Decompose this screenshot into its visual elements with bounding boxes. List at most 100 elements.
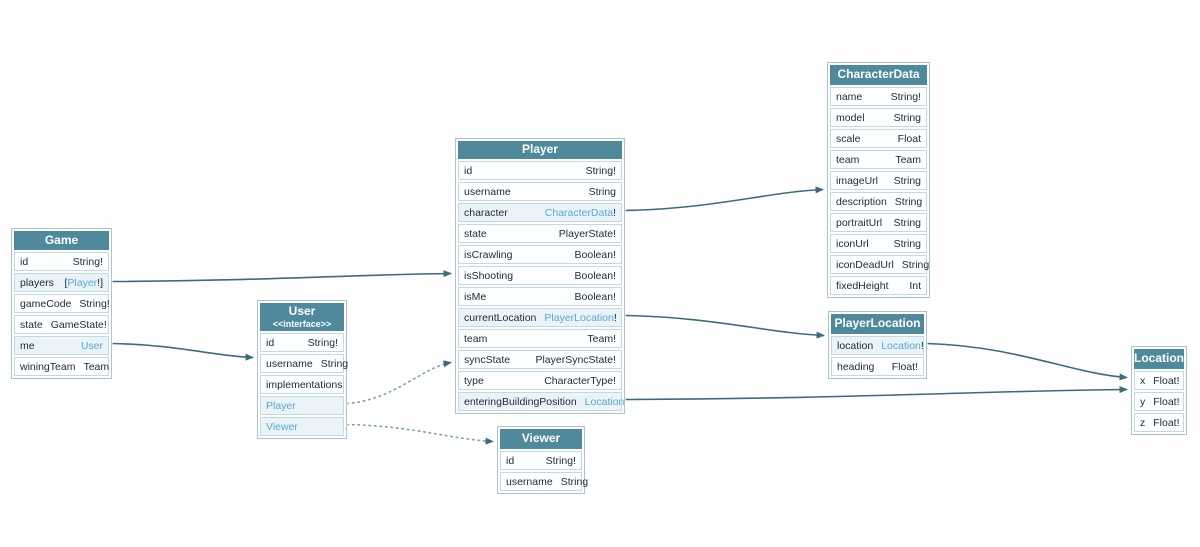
edge-Player-currentLocation-to-PlayerLocation xyxy=(624,314,825,339)
field-type: String xyxy=(893,216,921,229)
field-type: String xyxy=(560,475,589,488)
table-header-user[interactable]: User<<interface>> xyxy=(260,303,344,331)
table-title: Viewer xyxy=(521,431,561,446)
field-type: String xyxy=(893,237,921,250)
table-header-player[interactable]: Player xyxy=(458,141,622,159)
field-row-playerlocation-location[interactable]: location Location! xyxy=(831,336,924,355)
implementation-link[interactable]: Player xyxy=(266,399,296,412)
type-link-Location[interactable]: Location xyxy=(881,339,921,352)
type-link-Location[interactable]: Location xyxy=(584,395,625,408)
field-type: CharacterData! xyxy=(545,207,616,219)
field-name: username xyxy=(266,357,313,370)
type-link-Player[interactable]: Player xyxy=(67,276,98,289)
field-type: String! xyxy=(890,90,921,103)
field-row-viewer-id[interactable]: id String! xyxy=(500,451,582,470)
type-link-PlayerLocation[interactable]: PlayerLocation xyxy=(544,311,614,324)
edge-User-Viewer-to-Viewer xyxy=(346,423,494,445)
type-suffix: ! xyxy=(613,206,616,219)
field-row-user-Viewer[interactable]: Viewer xyxy=(260,417,344,436)
field-type: Float! xyxy=(1153,416,1180,429)
field-name: z xyxy=(1140,416,1146,429)
field-name: username xyxy=(464,185,511,198)
field-name: location xyxy=(837,339,874,352)
field-name: isCrawling xyxy=(464,248,513,261)
table-subtitle: <<interface>> xyxy=(272,318,332,329)
field-row-player-type[interactable]: type CharacterType! xyxy=(458,371,622,390)
field-name: fixedHeight xyxy=(836,279,889,292)
field-name: heading xyxy=(837,360,875,373)
table-header-characterdata[interactable]: CharacterData xyxy=(830,65,927,85)
field-row-game-players[interactable]: players [Player!] xyxy=(14,273,109,292)
field-name: model xyxy=(836,111,865,124)
field-type: String xyxy=(901,258,930,271)
field-type: String xyxy=(894,195,923,208)
field-row-user-Player[interactable]: Player xyxy=(260,396,344,415)
field-name: implementations xyxy=(266,378,343,391)
field-row-game-me[interactable]: me User xyxy=(14,336,109,355)
field-type: [Player!] xyxy=(64,277,103,289)
field-type: Location xyxy=(585,396,625,408)
field-type: Boolean! xyxy=(574,269,616,282)
field-type: String! xyxy=(545,454,576,467)
field-type: CharacterType! xyxy=(544,374,616,387)
field-name: winingTeam xyxy=(20,360,76,373)
table-header-playerlocation[interactable]: PlayerLocation xyxy=(831,314,924,334)
table-header-game[interactable]: Game xyxy=(14,231,109,250)
field-name: players xyxy=(20,276,54,289)
field-name: me xyxy=(20,339,35,352)
field-type: Float! xyxy=(1153,374,1180,387)
table-header-viewer[interactable]: Viewer xyxy=(500,429,582,449)
field-row-user-implementations[interactable]: implementations xyxy=(260,375,344,394)
field-type: GameState! xyxy=(50,318,107,331)
type-link-User[interactable]: User xyxy=(80,339,103,352)
field-type: Boolean! xyxy=(574,290,616,303)
field-row-location-z[interactable]: z Float! xyxy=(1134,413,1184,432)
field-type: Location! xyxy=(881,340,924,352)
type-link-CharacterData[interactable]: CharacterData xyxy=(544,206,614,219)
implementation-link[interactable]: Viewer xyxy=(266,420,298,433)
table-title: CharacterData xyxy=(837,67,920,82)
field-name: id xyxy=(506,454,515,467)
table-header-location[interactable]: Location xyxy=(1134,349,1184,369)
field-name: type xyxy=(464,374,484,387)
